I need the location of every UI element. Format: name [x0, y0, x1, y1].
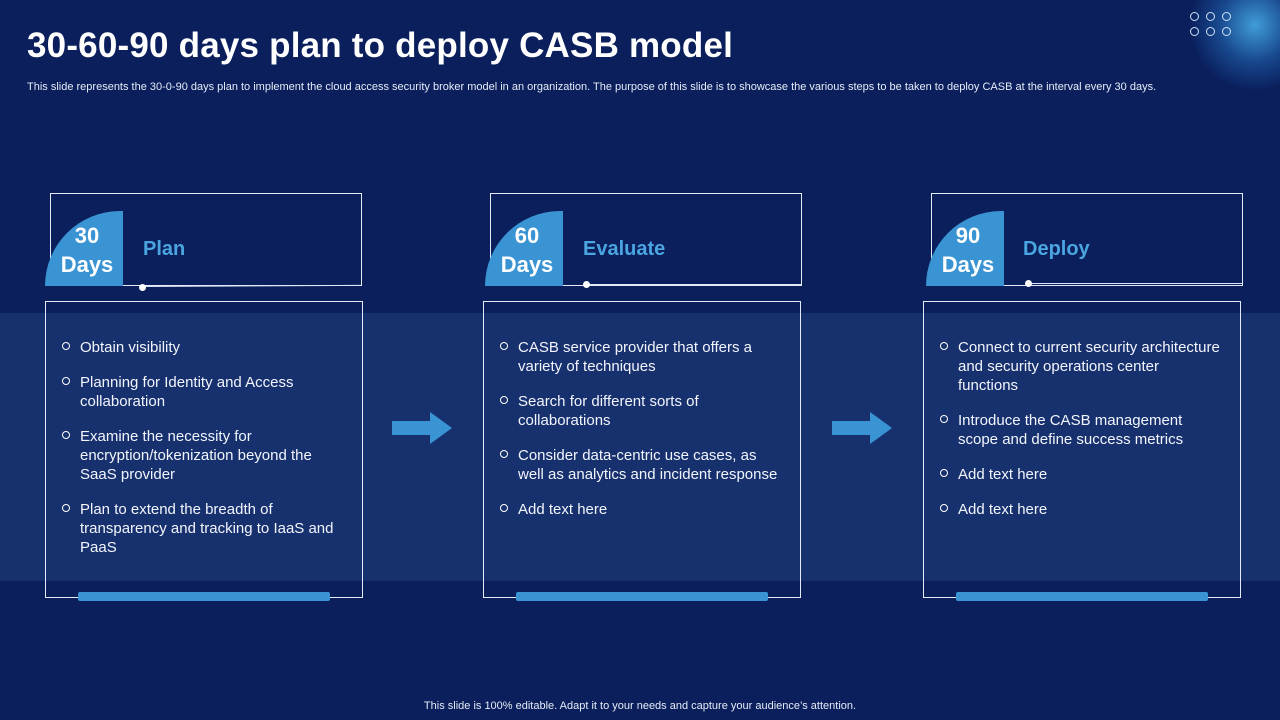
circle-bullet-icon	[940, 469, 948, 477]
list-item: CASB service provider that offers a vari…	[500, 338, 780, 376]
circle-bullet-icon	[940, 415, 948, 423]
phase-3-connector-dot	[1025, 280, 1032, 287]
phase-1-connector	[142, 284, 362, 287]
phase-2-connector	[587, 284, 802, 285]
phase-2-day-number: 60	[514, 223, 540, 248]
phase-3-header-box	[931, 193, 1243, 286]
list-item: Introduce the CASB management scope and …	[940, 411, 1220, 449]
phase-2-label: Evaluate	[583, 238, 666, 260]
phase-2-list: CASB service provider that offers a vari…	[500, 338, 780, 519]
background-band	[0, 313, 1280, 581]
phase-3-day-word: Days	[941, 252, 995, 277]
circle-bullet-icon	[940, 504, 948, 512]
list-item: Search for different sorts of collaborat…	[500, 392, 780, 430]
phase-1-label: Plan	[143, 238, 186, 260]
phase-3-list: Connect to current security architecture…	[940, 338, 1220, 519]
circle-bullet-icon	[62, 377, 70, 385]
circle-bullet-icon	[500, 396, 508, 404]
phase-2-day-word: Days	[500, 252, 554, 277]
phase-1-content-box: Obtain visibility Planning for Identity …	[45, 301, 363, 598]
list-item: Consider data-centric use cases, as well…	[500, 446, 780, 484]
footer-note: This slide is 100% editable. Adapt it to…	[423, 700, 857, 712]
list-item: Plan to extend the breadth of transparen…	[62, 500, 342, 557]
arrow-right-icon	[832, 412, 892, 444]
list-item: Obtain visibility	[62, 338, 342, 357]
arrow-right-icon	[392, 412, 452, 444]
list-item: Add text here	[500, 500, 780, 519]
phase-3-day-number: 90	[955, 223, 981, 248]
list-item: Planning for Identity and Access collabo…	[62, 373, 342, 411]
phase-1-list: Obtain visibility Planning for Identity …	[62, 338, 342, 557]
phase-3-connector	[1029, 283, 1243, 284]
phase-2-content-box: CASB service provider that offers a vari…	[483, 301, 801, 598]
slide-subtitle: This slide represents the 30-0-90 days p…	[27, 81, 1157, 93]
phase-3-bottom-bar	[956, 592, 1208, 601]
circle-bullet-icon	[500, 450, 508, 458]
phase-1-day-badge: 30 Days	[45, 211, 123, 286]
phase-3-day-badge: 90 Days	[926, 211, 1004, 286]
list-item: Add text here	[940, 465, 1220, 484]
phase-2-bottom-bar	[516, 592, 768, 601]
circle-bullet-icon	[62, 342, 70, 350]
circle-bullet-icon	[940, 342, 948, 350]
phase-1-connector-dot	[139, 284, 146, 291]
phase-1-bottom-bar	[78, 592, 330, 601]
phase-1-day-word: Days	[60, 252, 114, 277]
phase-2-day-badge: 60 Days	[485, 211, 563, 286]
phase-1-day-number: 30	[74, 223, 100, 248]
circle-bullet-icon	[500, 504, 508, 512]
phase-2-header-box	[490, 193, 802, 286]
circle-bullet-icon	[62, 431, 70, 439]
list-item: Connect to current security architecture…	[940, 338, 1220, 395]
phase-3-content-box: Connect to current security architecture…	[923, 301, 1241, 598]
circle-bullet-icon	[500, 342, 508, 350]
circle-bullet-icon	[62, 504, 70, 512]
phase-2-connector-dot	[583, 281, 590, 288]
list-item: Examine the necessity for encryption/tok…	[62, 427, 342, 484]
phase-3-label: Deploy	[1023, 238, 1090, 260]
list-item: Add text here	[940, 500, 1220, 519]
slide-title: 30-60-90 days plan to deploy CASB model	[27, 26, 734, 65]
dot-grid-icon	[1190, 12, 1232, 36]
